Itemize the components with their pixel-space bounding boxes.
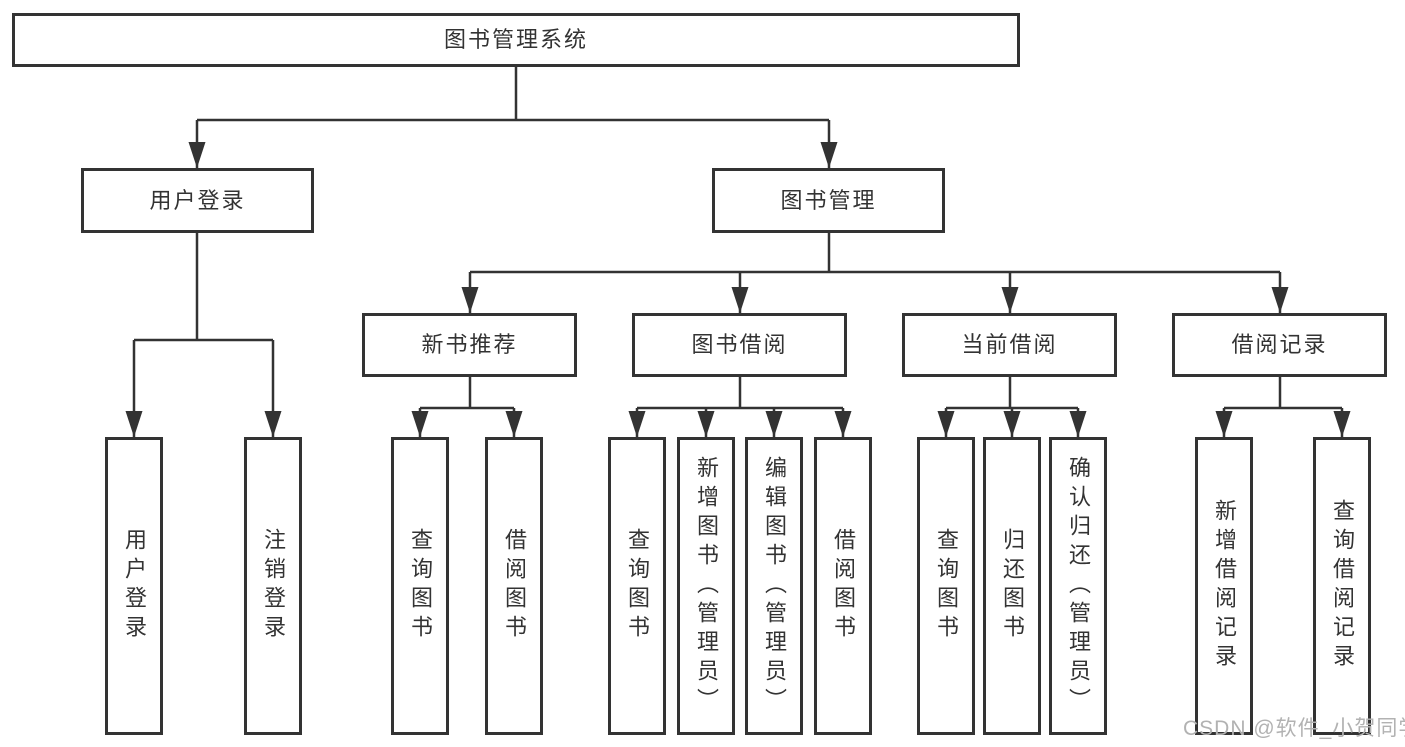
leaf-newbook-borrow-books-label: 借阅图书 xyxy=(502,528,527,644)
trunk-current-borrowing xyxy=(946,377,1078,410)
node-borrowing-records-label: 借阅记录 xyxy=(1231,332,1328,357)
leaf-confirm-return-admin: 确认归还（管理员） xyxy=(1049,437,1107,735)
leaf-borrow-borrow-books-label: 借阅图书 xyxy=(831,528,856,644)
leaf-add-borrow-record-label: 新增借阅记录 xyxy=(1212,499,1237,673)
trunk-user-login xyxy=(134,233,273,342)
node-user-login: 用户登录 xyxy=(81,168,314,233)
leaf-add-borrow-record: 新增借阅记录 xyxy=(1195,437,1253,735)
trunk-book-borrowing xyxy=(637,377,843,410)
leaf-borrow-borrow-books: 借阅图书 xyxy=(814,437,872,735)
trunk-book-management xyxy=(470,233,1280,274)
node-root: 图书管理系统 xyxy=(12,13,1020,67)
leaf-current-query-books: 查询图书 xyxy=(917,437,975,735)
leaf-borrow-query-books-label: 查询图书 xyxy=(625,528,650,644)
trunk-new-book-recommend xyxy=(420,377,514,410)
node-new-book-recommend: 新书推荐 xyxy=(362,313,577,377)
csdn-watermark: CSDN @软件_小贺同学 xyxy=(1183,717,1405,740)
leaf-newbook-query-books-label: 查询图书 xyxy=(408,528,433,644)
leaf-logout: 注销登录 xyxy=(244,437,302,735)
node-root-label: 图书管理系统 xyxy=(443,27,588,52)
leaf-newbook-borrow-books: 借阅图书 xyxy=(485,437,543,735)
leaf-query-borrow-record: 查询借阅记录 xyxy=(1313,437,1371,735)
leaf-current-query-books-label: 查询图书 xyxy=(934,528,959,644)
node-new-book-recommend-label: 新书推荐 xyxy=(421,332,518,357)
node-book-management-label: 图书管理 xyxy=(780,187,877,213)
node-book-borrowing-label: 图书借阅 xyxy=(691,332,788,357)
leaf-add-book-admin-label: 新增图书（管理员） xyxy=(694,455,719,717)
leaf-return-book-label: 归还图书 xyxy=(1000,528,1025,644)
leaf-query-borrow-record-label: 查询借阅记录 xyxy=(1330,499,1355,673)
node-current-borrowing: 当前借阅 xyxy=(902,313,1117,377)
leaf-user-login-label: 用户登录 xyxy=(122,528,147,644)
node-book-borrowing: 图书借阅 xyxy=(632,313,847,377)
node-user-login-label: 用户登录 xyxy=(149,187,246,213)
node-book-management: 图书管理 xyxy=(712,168,945,233)
leaf-add-book-admin: 新增图书（管理员） xyxy=(677,437,735,735)
leaf-newbook-query-books: 查询图书 xyxy=(391,437,449,735)
leaf-return-book: 归还图书 xyxy=(983,437,1041,735)
trunk-root xyxy=(197,67,829,122)
leaf-edit-book-admin: 编辑图书（管理员） xyxy=(745,437,803,735)
leaf-user-login: 用户登录 xyxy=(105,437,163,735)
node-current-borrowing-label: 当前借阅 xyxy=(961,332,1058,357)
leaf-logout-label: 注销登录 xyxy=(261,528,286,644)
leaf-borrow-query-books: 查询图书 xyxy=(608,437,666,735)
node-borrowing-records: 借阅记录 xyxy=(1172,313,1387,377)
leaf-edit-book-admin-label: 编辑图书（管理员） xyxy=(762,455,787,717)
leaf-confirm-return-admin-label: 确认归还（管理员） xyxy=(1066,455,1091,717)
trunk-borrowing-records xyxy=(1224,377,1342,410)
